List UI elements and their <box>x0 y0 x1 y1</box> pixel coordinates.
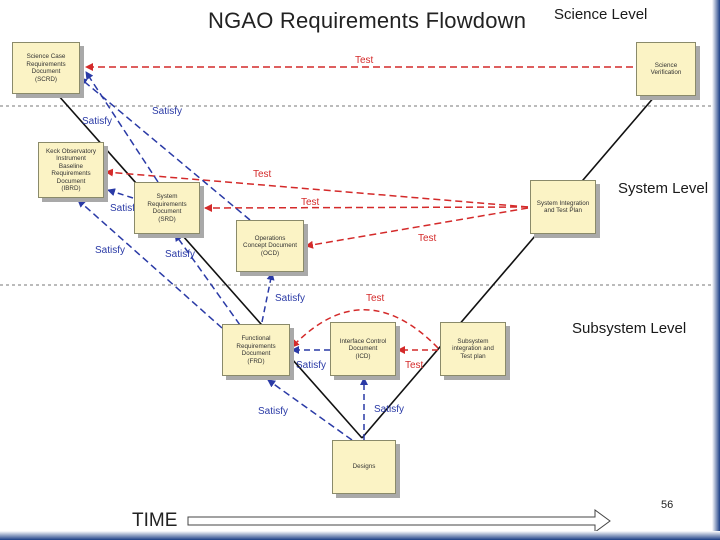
test-arrow-ocd <box>305 207 529 249</box>
box-system-integration-test-plan: System Integration and Test Plan <box>530 180 596 234</box>
satisfy-arrow-frd-ibrd <box>77 199 223 329</box>
edge-label-satisfy: Satisfy <box>258 406 288 417</box>
test-arrow-srd <box>204 203 529 212</box>
satisfy-arrow-ocd-scrd <box>79 77 251 221</box>
page-number: 56 <box>661 499 674 511</box>
box-designs: Designs <box>332 440 396 494</box>
test-arrow-ibrd <box>105 168 529 208</box>
satisfy-arrow-designs-frd <box>267 379 353 441</box>
time-label: TIME <box>132 510 178 531</box>
box-ibrd: Keck Observatory Instrument Baseline Req… <box>38 142 104 198</box>
science-level-label: Science Level <box>554 6 648 23</box>
edge-label-test: Test <box>253 169 272 180</box>
box-scrd: Science Case Requirements Document (SCRD… <box>12 42 80 94</box>
edge-label-test: Test <box>366 293 385 304</box>
edge-label-test: Test <box>355 55 374 66</box>
edge-label-satisfy: Satisfy <box>374 404 404 415</box>
edge-label-satisfy: Satisfy <box>95 245 125 256</box>
edge-label-satisfy: Satisfy <box>82 116 112 127</box>
edge-label-satisfy: Satisfy <box>152 106 182 117</box>
box-srd: System Requirements Document (SRD) <box>134 182 200 234</box>
bottom-accent-bar <box>0 531 720 540</box>
edge-label-satisfy: Satisfy <box>296 360 326 371</box>
edge-label-satisfy: Satisfy <box>275 293 305 304</box>
box-frd: Functional Requirements Document (FRD) <box>222 324 290 376</box>
edge-label-test: Test <box>418 233 437 244</box>
v-line-right <box>361 95 656 439</box>
satisfy-arrow-srd-ibrd <box>107 188 134 199</box>
box-ocd: Operations Concept Document (OCD) <box>236 220 304 272</box>
edge-label-test: Test <box>301 197 320 208</box>
subsystem-level-label: Subsystem Level <box>572 320 687 337</box>
box-science-verification: Science Verification <box>636 42 696 96</box>
v-line-left <box>49 85 363 439</box>
satisfy-arrow-frd-srd <box>174 233 241 326</box>
page-title: NGAO Requirements Flowdown <box>208 8 527 33</box>
right-accent-bar <box>712 0 720 540</box>
satisfy-arrow-frd-ocd <box>261 272 275 323</box>
edge-label-satisfy: Satisfy <box>165 249 195 260</box>
box-subsystem-integration-test-plan: Subsystem integration and Test plan <box>440 322 506 376</box>
time-arrow <box>187 509 611 533</box>
edge-label-test: Test <box>405 360 424 371</box>
box-icd: Interface Control Document (ICD) <box>330 322 396 376</box>
edge-label-satisfy: Satisfy <box>110 203 140 214</box>
test-arrow-curve-frd <box>291 309 439 349</box>
system-level-label: System Level <box>618 180 709 197</box>
